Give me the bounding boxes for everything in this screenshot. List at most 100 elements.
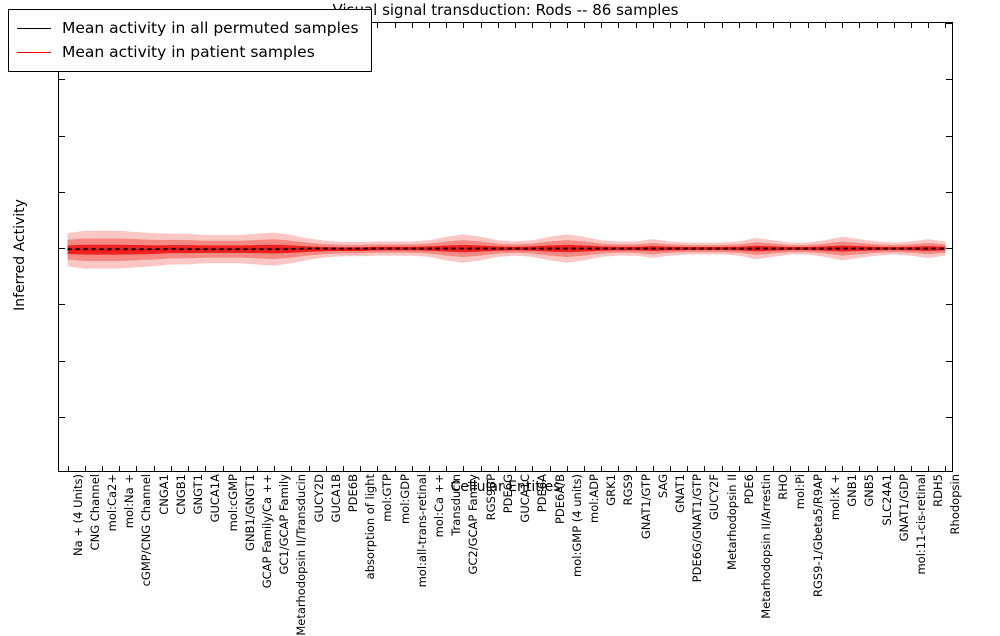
- plot-area: [58, 22, 953, 472]
- x-axis-tick-mark: [601, 466, 603, 471]
- x-axis-tick-mark: [670, 23, 671, 28]
- x-axis-tick-mark: [515, 466, 517, 471]
- x-axis-tick-mark: [652, 466, 654, 471]
- x-axis-tick-mark: [188, 466, 190, 471]
- x-axis-tick-mark: [119, 466, 121, 471]
- x-axis-tick-mark: [532, 23, 534, 28]
- x-axis-tick-mark: [773, 23, 775, 28]
- x-axis-tick-mark: [618, 23, 620, 28]
- x-axis-tick-mark: [824, 466, 826, 471]
- y-axis-tick-mark: [946, 135, 952, 137]
- x-axis-tick-mark: [824, 23, 826, 28]
- x-axis-tick-mark: [756, 466, 758, 471]
- x-axis-tick-mark: [704, 466, 706, 471]
- x-axis-tick-mark: [807, 466, 809, 471]
- x-axis-tick-mark: [687, 466, 689, 471]
- x-axis-tick-mark: [721, 466, 723, 471]
- x-axis-tick-label: Metarhodopsin II/Arrestin: [759, 474, 774, 619]
- y-axis-tick-mark: [946, 416, 952, 418]
- x-axis-tick-mark: [480, 23, 482, 28]
- x-axis-tick-mark: [704, 23, 706, 28]
- x-axis-tick-mark: [480, 466, 482, 471]
- x-axis-tick-mark: [205, 466, 207, 471]
- y-axis-tick-mark: [946, 23, 952, 24]
- y-axis-tick-mark: [946, 248, 952, 249]
- x-axis-tick-mark: [635, 23, 637, 28]
- x-axis-tick-mark: [153, 466, 155, 471]
- y-axis-tick-mark: [59, 248, 65, 249]
- x-axis-tick-mark: [928, 466, 930, 471]
- x-axis-tick-mark: [635, 466, 637, 471]
- x-axis-tick-mark: [876, 466, 878, 471]
- x-axis-tick-mark: [583, 23, 585, 28]
- legend-item: Mean activity in all permuted samples: [17, 16, 359, 40]
- x-axis-tick-mark: [67, 466, 69, 471]
- x-axis-tick-mark: [618, 466, 620, 471]
- permuted-mean-line: [67, 247, 946, 251]
- x-axis-tick-mark: [463, 466, 465, 471]
- x-axis-tick-label: Metarhodopsin II/Transducin: [294, 474, 309, 636]
- y-axis-tick-mark: [59, 191, 65, 193]
- x-axis-tick-mark: [429, 466, 431, 471]
- page-title: Visual signal transduction: Rods -- 86 s…: [332, 1, 679, 19]
- x-axis-tick-mark: [945, 23, 947, 28]
- x-axis-tick-mark: [532, 466, 534, 471]
- x-axis-tick-mark: [773, 466, 775, 471]
- y-axis-tick-mark: [946, 79, 952, 81]
- activity-band-chart: [67, 230, 946, 269]
- x-axis-tick-mark: [687, 23, 689, 28]
- legend-item: Mean activity in patient samples: [17, 40, 359, 64]
- x-axis-tick-mark: [601, 23, 603, 28]
- x-axis-tick-mark: [360, 466, 362, 471]
- y-axis-tick-mark: [59, 360, 65, 362]
- x-axis-tick-mark: [274, 466, 276, 471]
- x-axis-tick-mark: [446, 466, 448, 471]
- x-axis-tick-mark: [136, 466, 138, 471]
- x-axis-tick-mark: [497, 466, 499, 471]
- x-axis-label: Cellular Entities: [450, 479, 561, 495]
- x-axis-tick-mark: [583, 466, 585, 471]
- x-axis-tick-mark: [910, 466, 912, 471]
- legend: Mean activity in all permuted samples Me…: [8, 9, 372, 72]
- x-axis-tick-mark: [325, 466, 327, 471]
- x-axis-tick-mark: [670, 466, 671, 471]
- legend-item-label: Mean activity in patient samples: [62, 43, 315, 61]
- y-axis-tick-mark: [59, 79, 65, 81]
- x-axis-tick-mark: [291, 466, 293, 471]
- x-axis-tick-mark: [859, 466, 861, 471]
- x-axis-tick-mark: [910, 23, 912, 28]
- x-axis-tick-mark: [239, 466, 241, 471]
- x-axis-tick-mark: [549, 466, 551, 471]
- x-axis-tick-mark: [222, 466, 224, 471]
- x-axis-tick-mark: [394, 466, 396, 471]
- x-axis-tick-mark: [893, 466, 895, 471]
- y-axis-tick-mark: [59, 304, 65, 306]
- x-axis-tick-mark: [497, 23, 499, 28]
- x-axis-tick-mark: [102, 466, 104, 471]
- x-axis-tick-mark: [893, 23, 895, 28]
- x-axis-tick-mark: [377, 23, 379, 28]
- x-axis-tick-mark: [342, 466, 344, 471]
- x-axis-tick-mark: [842, 466, 844, 471]
- x-axis-tick-mark: [738, 23, 740, 28]
- x-axis-tick-mark: [945, 466, 947, 471]
- x-axis-tick-mark: [566, 466, 568, 471]
- plot-figure: Visual signal transduction: Rods -- 86 s…: [8, 1, 962, 636]
- legend-item-label: Mean activity in all permuted samples: [62, 19, 359, 37]
- x-axis-tick-mark: [876, 23, 878, 28]
- x-axis-tick-mark: [842, 23, 844, 28]
- x-axis-tick-mark: [411, 466, 413, 471]
- x-axis-tick-mark: [738, 466, 740, 471]
- x-axis-tick-mark: [859, 23, 861, 28]
- x-axis-tick-mark: [549, 23, 551, 28]
- x-axis-tick-mark: [515, 23, 517, 28]
- y-axis-tick-mark: [59, 135, 65, 137]
- x-axis-tick-mark: [308, 466, 310, 471]
- y-axis-label: Inferred Activity: [12, 199, 28, 311]
- x-axis-tick-mark: [377, 466, 379, 471]
- patient-core-band: [67, 244, 946, 255]
- x-axis-tick-mark: [652, 23, 654, 28]
- y-axis-tick-mark: [946, 191, 952, 193]
- x-axis-tick-mark: [790, 466, 792, 471]
- x-axis-tick-mark: [411, 23, 413, 28]
